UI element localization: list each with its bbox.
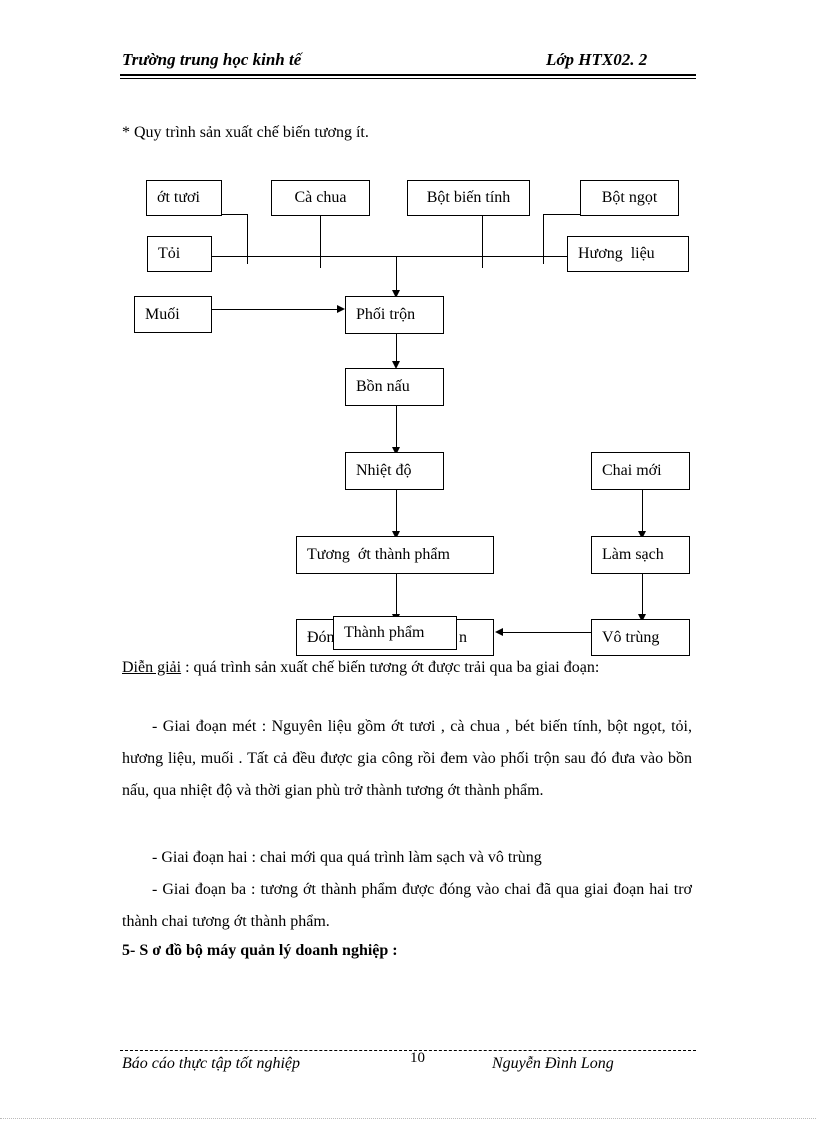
box-bot-bien-tinh: Bột biến tính xyxy=(407,180,530,216)
bon-to-nhiet-line xyxy=(396,406,397,448)
footer-page-number: 10 xyxy=(410,1050,425,1066)
box-lam-sach: Làm sạch xyxy=(591,536,690,574)
box-nhiet-do: Nhiệt độ xyxy=(345,452,444,490)
header-class: Lớp HTX02. 2 xyxy=(546,50,648,69)
arrow-from-vo-trung xyxy=(495,628,503,636)
bus-to-phoi-tron xyxy=(396,256,397,292)
header-school: Trường trung học kinh tế xyxy=(122,50,302,69)
footer-report: Báo cáo thực tập tốt nghiệp xyxy=(122,1055,301,1072)
arrow-to-lam-sach xyxy=(638,531,646,539)
section-title: * Quy trình sản xuất chế biến tương ít. xyxy=(122,124,369,141)
next-section-title: 5- S ơ đồ bộ máy quản lý doanh nghiệp : xyxy=(122,942,398,959)
box-chai-moi: Chai mới xyxy=(591,452,690,490)
explanation-stage2: - Giai đoạn hai : chai mới qua quá trình… xyxy=(152,849,542,866)
header-rule xyxy=(120,74,696,76)
box-bon-nau: Bồn nấu xyxy=(345,368,444,406)
box-ca-chua: Cà chua xyxy=(271,180,370,216)
nhiet-to-tuong-line xyxy=(396,490,397,532)
box-tuong-ot-thanh-pham: Tương ớt thành phẩm xyxy=(296,536,494,574)
arrow-to-phoi-tron xyxy=(392,290,400,298)
muoi-connector xyxy=(212,309,338,310)
box-toi: Tỏi xyxy=(147,236,212,272)
header-rule-thin xyxy=(120,78,696,79)
box-muoi: Muối xyxy=(134,296,212,333)
ca-chua-drop xyxy=(320,216,321,268)
explanation-stage1: - Giai đoạn mét : Nguyên liệu gồm ớt tươ… xyxy=(122,718,692,799)
bot-ngot-drop xyxy=(543,214,544,264)
explanation-intro-text: : quá trình sản xuất chế biến tương ớt đ… xyxy=(181,659,600,676)
ingredient-bus-line xyxy=(212,256,568,257)
box-dong-chai-right-text: n xyxy=(459,628,467,646)
chai-to-lam-sach-line xyxy=(642,490,643,532)
arrow-to-bon-nau xyxy=(392,361,400,369)
page-edge xyxy=(0,1118,816,1119)
arrow-to-tuong-ot xyxy=(392,531,400,539)
box-bot-ngot: Bột ngọt xyxy=(580,180,679,216)
arrow-to-nhiet-do xyxy=(392,447,400,455)
box-dong-chai-left-text: Đón xyxy=(307,628,335,646)
footer-rule xyxy=(120,1050,696,1051)
box-phoi-tron: Phối trộn xyxy=(345,296,444,334)
footer-author: Nguyễn Đình Long xyxy=(492,1055,614,1072)
box-huong-lieu: Hương liệu xyxy=(567,236,689,272)
box-ot-tuoi: ớt tươi xyxy=(146,180,222,216)
explanation-label: Diễn giải xyxy=(122,659,182,676)
bot-bien-tinh-drop xyxy=(482,216,483,268)
explanation-stage3: - Giai đoạn ba : tương ớt thành phẩm đượ… xyxy=(122,881,692,930)
tuong-to-thanh-pham-line xyxy=(396,574,397,616)
ot-tuoi-drop xyxy=(247,214,248,264)
arrow-muoi xyxy=(337,305,345,313)
box-thanh-pham: Thành phẩm xyxy=(333,616,457,650)
box-vo-trung: Vô trùng xyxy=(591,619,690,656)
explanation-intro: Diễn giải : quá trình sản xuất chế biến … xyxy=(122,652,692,684)
phoi-to-bon-line xyxy=(396,334,397,362)
vo-trung-connector xyxy=(503,632,591,633)
lam-sach-to-vo-trung-line xyxy=(642,574,643,616)
arrow-to-vo-trung xyxy=(638,614,646,622)
